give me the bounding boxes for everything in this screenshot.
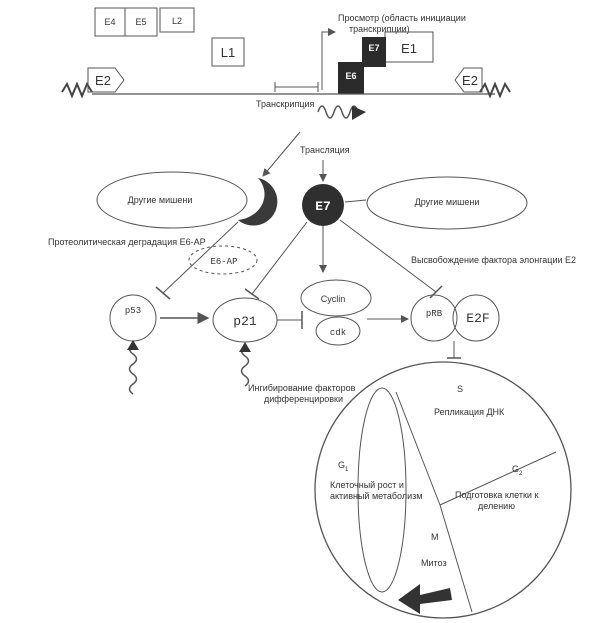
gene-l2-label: L2 — [172, 16, 182, 26]
e7-inhibits-prb-line — [339, 219, 437, 293]
other-targets-right-label: Другие мишени — [415, 197, 480, 207]
e6ap-ellipse — [188, 245, 258, 275]
cell-cycle-inner-ellipse — [357, 387, 407, 593]
p53-signal-arrowhead — [127, 340, 139, 350]
e2f-circle — [452, 294, 500, 342]
transcription-bracket — [274, 82, 319, 92]
e7-protein-label: E7 — [315, 199, 331, 214]
phase-m-label: M — [431, 532, 439, 542]
phase-g1-desc-line1: Клеточный рост и — [330, 480, 404, 490]
phase-g2-desc-line2: делению — [478, 501, 515, 511]
cdk-label: cdk — [330, 328, 346, 338]
gene-l1-box — [211, 37, 245, 67]
prb-circle — [410, 294, 458, 342]
translation-label: Трансляция — [300, 145, 350, 155]
e6-inhibits-p53-line — [162, 221, 239, 294]
cell-cycle-divider-s — [395, 391, 441, 506]
gene-e1-label: E1 — [401, 41, 417, 56]
p53-circle — [109, 294, 157, 342]
other-targets-right-ellipse — [366, 176, 528, 230]
e7-protein-circle — [302, 184, 344, 226]
phase-s-desc: Репликация ДНК — [434, 407, 505, 417]
gene-l1-label: L1 — [221, 45, 235, 60]
gene-e7-box — [362, 37, 386, 67]
promoter-label-line1: Просмотр (область инициации — [338, 13, 466, 23]
gene-e2-left-label: E2 — [95, 73, 111, 88]
genome-end-right-zigzag — [479, 81, 511, 99]
phase-g1-desc-line2: активный метаболизм — [330, 491, 422, 501]
gene-e2-right-label: E2 — [462, 73, 478, 88]
e7-inhibits-p21-bar — [244, 288, 260, 300]
e7-inhibits-prb-bar — [429, 285, 443, 299]
p53-signal-squiggle — [128, 343, 138, 395]
promoter-pointer — [321, 28, 336, 90]
gene-e4-label: E4 — [104, 17, 115, 27]
cyclin-label: Cyclin — [321, 294, 346, 304]
other-targets-left-ellipse — [96, 171, 248, 229]
p53-label: p53 — [125, 306, 141, 316]
e6ap-degradation-label: Протеолитическая деградация Е6-АР — [48, 237, 206, 247]
p21-label: p21 — [233, 314, 257, 329]
phase-m-desc: Митоз — [421, 558, 447, 568]
gene-e6-box — [338, 62, 364, 94]
other-targets-left-label: Другие мишени — [128, 195, 193, 205]
differentiation-label-line1: Ингибирование факторов — [248, 383, 356, 393]
e6-inhibits-p53-bar — [155, 286, 171, 300]
phase-s-label: S — [457, 384, 463, 394]
gene-e5-label: E5 — [135, 17, 146, 27]
promoter-label-line2: транскрипции) — [349, 24, 410, 34]
transcription-to-e6-arrow — [262, 131, 301, 177]
phase-g2-desc-line1: Подготовка клетки к — [455, 490, 538, 500]
e2-release-label: Высвобождение фактора элонгации Е2 — [411, 255, 576, 265]
e6-protein-shape — [238, 178, 278, 226]
cell-cycle-circle — [314, 361, 572, 619]
transcription-label: Транскрипция — [256, 99, 314, 109]
e7-to-other-targets-line — [344, 199, 367, 203]
cell-cycle-divider-g2 — [439, 451, 557, 506]
mrna-arrowhead — [352, 106, 366, 120]
cyclin-ellipse — [300, 279, 372, 317]
gene-e5-box — [124, 7, 158, 37]
p21-signal-arrowhead — [239, 342, 251, 352]
cell-cycle-divider-m — [439, 504, 473, 613]
phase-g2-label: G2 — [512, 464, 523, 477]
gene-l2-box — [159, 7, 195, 33]
e2f-label: E2F — [466, 311, 489, 326]
cell-cycle-direction-arrow — [398, 584, 452, 614]
gene-e2-left-arrow — [87, 67, 125, 93]
mrna-squiggle — [317, 105, 359, 119]
e6ap-label: E6-AP — [210, 257, 237, 267]
p21-signal-squiggle — [240, 345, 250, 387]
differentiation-label-line2: дифференцировки — [264, 394, 343, 404]
gene-e7-label: E7 — [368, 43, 379, 53]
e7-inhibits-p21-line — [251, 221, 308, 295]
genome-end-left-zigzag — [61, 81, 93, 99]
gene-e2-right-arrow — [454, 67, 483, 93]
gene-e6-label: E6 — [345, 71, 356, 81]
prb-label: pRB — [426, 309, 443, 319]
cdk-ellipse — [315, 316, 361, 346]
phase-g1-label: G1 — [338, 460, 349, 473]
